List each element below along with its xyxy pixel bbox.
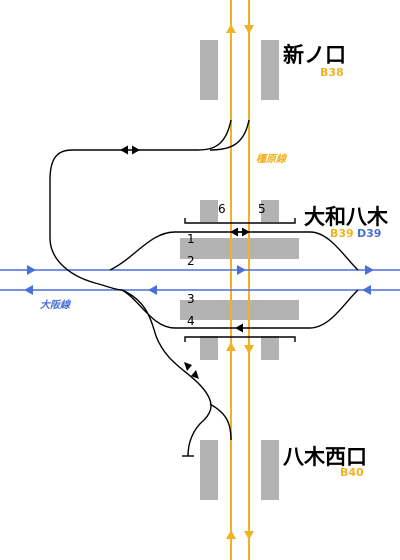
station-name-yagi-nishiguchi: 八木西口 bbox=[283, 445, 367, 469]
arrow-right-icon bbox=[365, 265, 374, 275]
platform-shin-noguchi-west bbox=[200, 40, 218, 100]
track-number-1: 1 bbox=[187, 232, 195, 246]
arrow-left-icon bbox=[362, 285, 371, 295]
kashihara-direction-arrows bbox=[226, 24, 254, 540]
arrow-left-icon bbox=[24, 285, 33, 295]
osaka-direction-arrows bbox=[24, 265, 374, 295]
track-number-3: 3 bbox=[187, 292, 195, 306]
track-number-6: 6 bbox=[218, 202, 226, 216]
arrow-right-icon bbox=[237, 265, 246, 275]
arrow-up-icon bbox=[226, 342, 236, 351]
platform-yagi-nishiguchi-east bbox=[261, 440, 279, 500]
arrow-up-icon bbox=[184, 362, 192, 371]
platform-shin-noguchi-east bbox=[261, 40, 279, 100]
osaka-line-label: 大阪線 bbox=[40, 300, 70, 311]
platform-yamato-yagi-upper-west bbox=[200, 200, 218, 222]
station-code-yamato-yagi-osaka: D39 bbox=[357, 227, 382, 240]
arrow-left-icon bbox=[235, 323, 243, 333]
kashihara-line-label: 橿原線 bbox=[256, 154, 286, 165]
connector-north-branch bbox=[209, 119, 250, 151]
arrow-down-icon bbox=[191, 370, 199, 379]
arrow-left-icon bbox=[230, 227, 238, 237]
connector-tracks bbox=[49, 119, 359, 457]
arrow-right-icon bbox=[132, 145, 140, 155]
station-code-yamato-yagi-kashihara: B39 bbox=[330, 227, 354, 240]
connector-arrows bbox=[120, 145, 250, 379]
platform-yamato-yagi-lower-west bbox=[200, 336, 218, 360]
arrow-up-icon bbox=[226, 530, 236, 539]
track-number-2: 2 bbox=[187, 254, 195, 268]
arrow-left-icon bbox=[148, 285, 157, 295]
arrow-down-icon bbox=[244, 531, 254, 540]
arrow-up-icon bbox=[226, 24, 236, 33]
track-number-5: 5 bbox=[258, 202, 266, 216]
platform-bracket-upper bbox=[184, 218, 296, 224]
arrow-down-icon bbox=[244, 25, 254, 34]
platform-yagi-nishiguchi-west bbox=[200, 440, 218, 500]
platform-yamato-yagi-osaka-lower bbox=[180, 300, 299, 320]
arrow-down-icon bbox=[244, 345, 254, 354]
arrow-right-icon bbox=[27, 265, 36, 275]
track-number-4: 4 bbox=[187, 314, 195, 328]
platform-yamato-yagi-osaka-upper bbox=[180, 238, 299, 259]
arrow-left-icon bbox=[120, 145, 128, 155]
osaka-line-tracks bbox=[0, 269, 400, 291]
connector-south-branch bbox=[209, 403, 232, 441]
track-1-siding bbox=[109, 231, 359, 271]
platform-bracket-lower bbox=[184, 336, 296, 342]
platforms bbox=[180, 40, 299, 500]
station-name-yamato-yagi: 大和八木 bbox=[304, 205, 388, 229]
kashihara-line-tracks bbox=[230, 0, 250, 560]
station-code-yagi-nishiguchi: B40 bbox=[340, 466, 364, 479]
arrow-right-icon bbox=[242, 227, 250, 237]
connector-south bbox=[121, 289, 212, 457]
platform-yamato-yagi-lower-east bbox=[261, 336, 279, 360]
station-code-shin-noguchi: B38 bbox=[320, 66, 344, 79]
connector-north bbox=[49, 119, 232, 291]
station-name-shin-noguchi: 新ノ口 bbox=[283, 43, 346, 67]
platform-yamato-yagi-upper-east bbox=[261, 200, 279, 222]
